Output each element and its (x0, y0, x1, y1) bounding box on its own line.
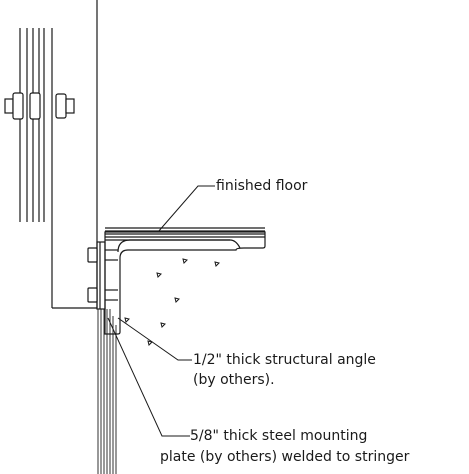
anchor-bolts (87, 247, 118, 303)
leader-structural-angle (117, 317, 192, 361)
finished-floor (105, 227, 265, 241)
label-finished-floor: finished floor (216, 178, 308, 194)
label-structural-angle-line1: 1/2" thick structural angle (193, 352, 376, 368)
stringer-members (19, 0, 98, 309)
stringer-lower-hatching (97, 309, 117, 474)
label-mounting-plate-line2: plate (by others) welded to stringer (160, 449, 410, 465)
leader-mounting-plate (107, 317, 190, 437)
mounting-plate (96, 241, 106, 310)
bolt-assembly (4, 92, 75, 120)
leader-finished-floor (157, 185, 215, 233)
label-mounting-plate-line1: 5/8" thick steel mounting (190, 428, 368, 444)
leader-lines (107, 185, 215, 437)
concrete-aggregate (124, 258, 220, 346)
label-structural-angle-line2: (by others). (193, 372, 275, 388)
